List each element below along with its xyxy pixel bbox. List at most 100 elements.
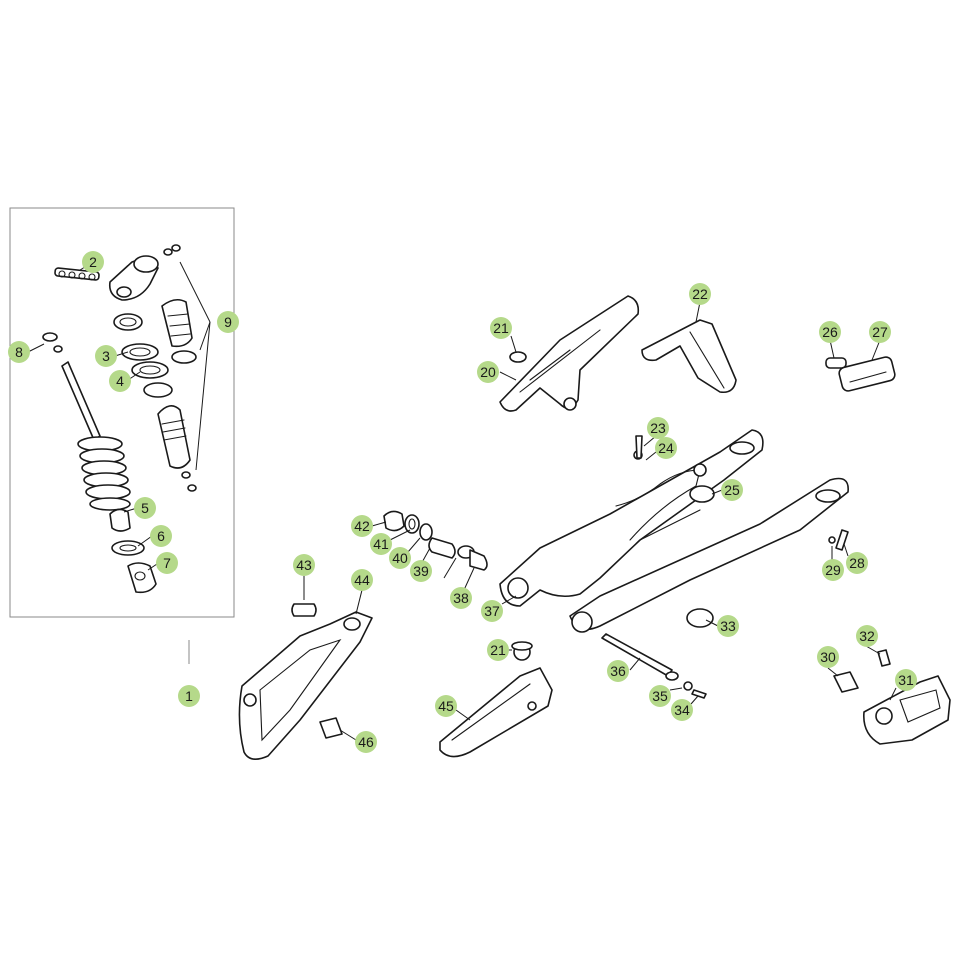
callout-badge-circle — [487, 639, 509, 661]
callout-4: 4 — [109, 370, 131, 392]
swingarm-cap — [686, 608, 714, 628]
callout-label: 26 — [822, 324, 838, 340]
callout-label: 33 — [720, 618, 736, 634]
chain-slider-upper — [499, 295, 640, 412]
callout-label: 36 — [610, 663, 626, 679]
callout-label: 40 — [392, 550, 408, 566]
callout-29: 29 — [822, 559, 844, 581]
callout-31: 31 — [895, 669, 917, 691]
callout-label: 5 — [141, 500, 149, 516]
callout-badge-circle — [846, 552, 868, 574]
callout-44: 44 — [351, 569, 373, 591]
callout-badge-circle — [490, 317, 512, 339]
callout-label: 41 — [373, 536, 389, 552]
callout-badge-circle — [217, 311, 239, 333]
callout-badge-circle — [689, 283, 711, 305]
callout-8: 8 — [8, 341, 30, 363]
callout-label: 32 — [859, 628, 875, 644]
callout-label: 9 — [224, 314, 232, 330]
callout-label: 28 — [849, 555, 865, 571]
callout-26: 26 — [819, 321, 841, 343]
callout-label: 24 — [658, 440, 674, 456]
callout-label: 44 — [354, 572, 370, 588]
swingarm — [499, 429, 849, 633]
callout-label: 30 — [820, 649, 836, 665]
callout-badge-circle — [819, 321, 841, 343]
callout-badge-circle — [389, 547, 411, 569]
callout-3: 3 — [95, 345, 117, 367]
callout-36: 36 — [607, 660, 629, 682]
shock-body — [157, 405, 191, 469]
chain-guide-lower — [238, 611, 373, 760]
callout-badge-circle — [655, 437, 677, 459]
callout-badge-circle — [717, 615, 739, 637]
callout-badge-circle — [647, 417, 669, 439]
callout-label: 6 — [157, 528, 165, 544]
callout-label: 7 — [163, 555, 171, 571]
callout-20: 20 — [477, 361, 499, 383]
callout-badge-circle — [293, 554, 315, 576]
callout-label: 37 — [484, 603, 500, 619]
callout-9: 9 — [217, 311, 239, 333]
callout-badge-circle — [856, 625, 878, 647]
callout-43: 43 — [293, 554, 315, 576]
callout-28: 28 — [846, 552, 868, 574]
callout-label: 4 — [116, 373, 124, 389]
callout-label: 45 — [438, 698, 454, 714]
callout-badge-circle — [477, 361, 499, 383]
callout-badge-circle — [869, 321, 891, 343]
callout-badge-circle — [178, 685, 200, 707]
chain-guide-bracket — [641, 319, 737, 394]
callout-badge-circle — [95, 345, 117, 367]
callout-badge-circle — [156, 552, 178, 574]
callout-badge-circle — [895, 669, 917, 691]
callout-badge-circle — [671, 699, 693, 721]
callout-label: 39 — [413, 563, 429, 579]
callout-label: 21 — [490, 642, 506, 658]
callout-5: 5 — [134, 497, 156, 519]
callout-label: 43 — [296, 557, 312, 573]
callout-35: 35 — [649, 685, 671, 707]
callout-badge-circle — [822, 559, 844, 581]
spacer-46 — [319, 717, 343, 739]
shock-lower-parts — [109, 508, 157, 594]
callout-7: 7 — [156, 552, 178, 574]
callout-30: 30 — [817, 646, 839, 668]
shock-bolt-set — [54, 267, 100, 281]
callout-label: 42 — [354, 518, 370, 534]
chain-link — [825, 356, 896, 392]
callout-23: 23 — [647, 417, 669, 439]
callout-badge-circle — [370, 533, 392, 555]
bump-stop — [161, 298, 197, 364]
inset-frame — [9, 207, 235, 618]
callout-badge-circle — [150, 525, 172, 547]
callout-label: 25 — [724, 482, 740, 498]
o-rings — [42, 244, 197, 492]
callout-label: 22 — [692, 286, 708, 302]
callout-badge-circle — [8, 341, 30, 363]
callout-41: 41 — [370, 533, 392, 555]
axle-bolt — [601, 633, 707, 699]
callout-21b: 21 — [487, 639, 509, 661]
callout-label: 27 — [872, 324, 888, 340]
callout-label: 21 — [493, 320, 509, 336]
brake-caliper-support — [833, 649, 951, 745]
spring-collars — [113, 313, 173, 398]
callout-label: 20 — [480, 364, 496, 380]
callout-label: 35 — [652, 688, 668, 704]
callout-label: 31 — [898, 672, 914, 688]
callout-badge-circle — [450, 587, 472, 609]
callout-badge-circle — [435, 695, 457, 717]
callout-37: 37 — [481, 600, 503, 622]
callout-45: 45 — [435, 695, 457, 717]
callout-label: 8 — [15, 344, 23, 360]
callout-badge-circle — [351, 515, 373, 537]
callout-badge-circle — [481, 600, 503, 622]
callout-2: 2 — [82, 251, 104, 273]
shock-rod — [61, 361, 101, 441]
callout-46: 46 — [355, 731, 377, 753]
callout-label: 2 — [89, 254, 97, 270]
callout-label: 29 — [825, 562, 841, 578]
callout-badge-circle — [817, 646, 839, 668]
